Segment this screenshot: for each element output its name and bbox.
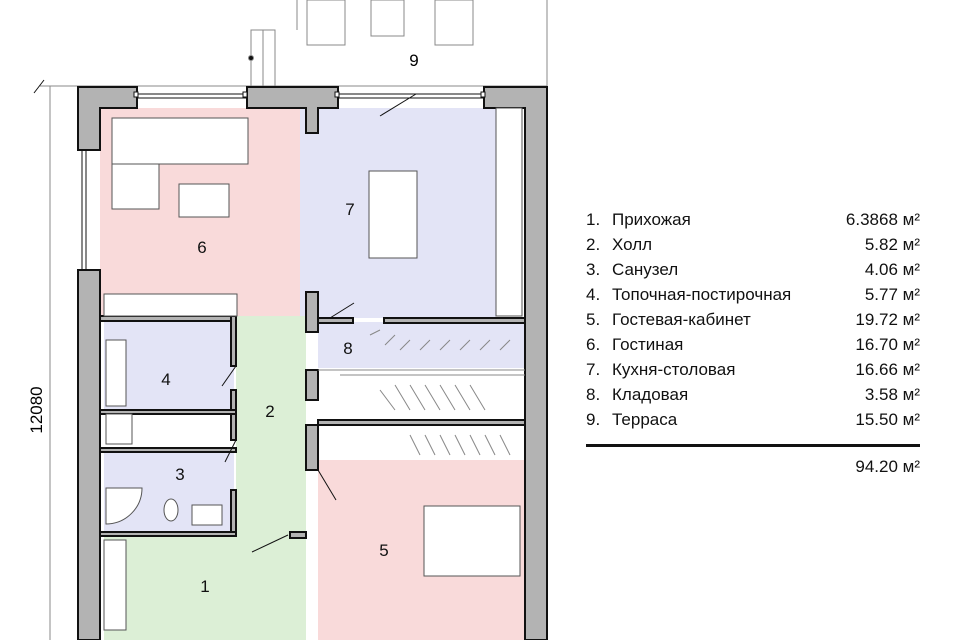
room-label-4: 4 — [161, 370, 170, 389]
legend-num: 3. — [586, 260, 601, 279]
legend-name: Гостиная — [612, 335, 684, 354]
legend-num: 9. — [586, 410, 601, 429]
legend-name: Прихожая — [612, 210, 691, 229]
stairs — [318, 329, 525, 456]
legend-row: 5. Гостевая-кабинет 19.72 м² — [586, 307, 920, 332]
room-label-5: 5 — [379, 541, 388, 560]
sun-lounger — [306, 0, 346, 46]
legend-area: 6.3868 м² — [845, 210, 920, 229]
legend-area: 15.50 м² — [855, 410, 920, 429]
legend-name: Холл — [612, 235, 653, 254]
room-label-1: 1 — [200, 577, 209, 596]
windows — [81, 91, 486, 270]
legend-name: Гостевая-кабинет — [612, 310, 751, 329]
legend-row: 2. Холл 5.82 м² — [586, 232, 920, 257]
room-fill-8 — [318, 322, 525, 368]
bed — [423, 505, 521, 577]
legend-num: 5. — [586, 310, 601, 329]
wardrobe — [103, 539, 127, 631]
total-divider — [586, 444, 920, 447]
room-area-legend: 1. Прихожая 6.3868 м² 2. Холл 5.82 м² 3. Сану… — [586, 207, 920, 477]
bathtub — [105, 339, 127, 407]
legend-name: Терраса — [612, 410, 678, 429]
legend-row: 8. Кладовая 3.58 м² — [586, 382, 920, 407]
sofa — [111, 117, 249, 165]
sofa-chaise — [111, 163, 160, 210]
legend-name: Кладовая — [612, 385, 689, 404]
dimension-tick — [33, 79, 45, 94]
doors — [221, 93, 417, 553]
terrace — [40, 0, 548, 87]
legend-num: 2. — [586, 235, 601, 254]
coffee-table — [178, 183, 230, 218]
kitchen-counter — [495, 107, 523, 317]
room-label-3: 3 — [175, 465, 184, 484]
legend-name: Кухня-столовая — [612, 360, 736, 379]
legend-area: 5.82 м² — [864, 235, 920, 254]
legend-area: 4.06 м² — [864, 260, 920, 279]
legend-name: Топочная-постирочная — [612, 285, 792, 304]
legend-row: 3. Санузел 4.06 м² — [586, 257, 920, 282]
legend-area: 3.58 м² — [864, 385, 920, 404]
room-label-9: 9 — [409, 51, 418, 70]
legend-name: Санузел — [612, 260, 679, 279]
legend-num: 4. — [586, 285, 601, 304]
room-fill-2 — [236, 316, 306, 538]
dining-table — [368, 170, 418, 259]
furniture — [103, 107, 523, 631]
washing-machine — [105, 413, 133, 445]
room-label-8: 8 — [343, 339, 352, 358]
sun-lounger — [370, 0, 405, 37]
room-fill-1 — [104, 537, 306, 640]
legend-area: 16.70 м² — [855, 335, 920, 354]
tv-stand — [103, 293, 238, 317]
legend-row: 1. Прихожая 6.3868 м² — [586, 207, 920, 232]
shower — [105, 487, 143, 525]
legend-area: 19.72 м² — [855, 310, 920, 329]
legend-row: 9. Терраса 15.50 м² — [586, 407, 920, 432]
legend-num: 8. — [586, 385, 601, 404]
legend-num: 7. — [586, 360, 601, 379]
legend-row: 4. Топочная-постирочная 5.77 м² — [586, 282, 920, 307]
legend-num: 6. — [586, 335, 601, 354]
legend-area: 16.66 м² — [855, 360, 920, 379]
room-label-6: 6 — [197, 238, 206, 257]
sun-lounger — [434, 0, 474, 46]
dimension-length: 12080 — [27, 386, 46, 433]
room-label-2: 2 — [265, 402, 274, 421]
total-area: 94.20 м² — [855, 457, 920, 476]
legend-row: 6. Гостиная 16.70 м² — [586, 332, 920, 357]
legend-row: 7. Кухня-столовая 16.66 м² — [586, 357, 920, 382]
toilet — [163, 498, 179, 522]
room-label-7: 7 — [345, 200, 354, 219]
sink — [191, 504, 223, 526]
legend-area: 5.77 м² — [864, 285, 920, 304]
legend-num: 1. — [586, 210, 601, 229]
